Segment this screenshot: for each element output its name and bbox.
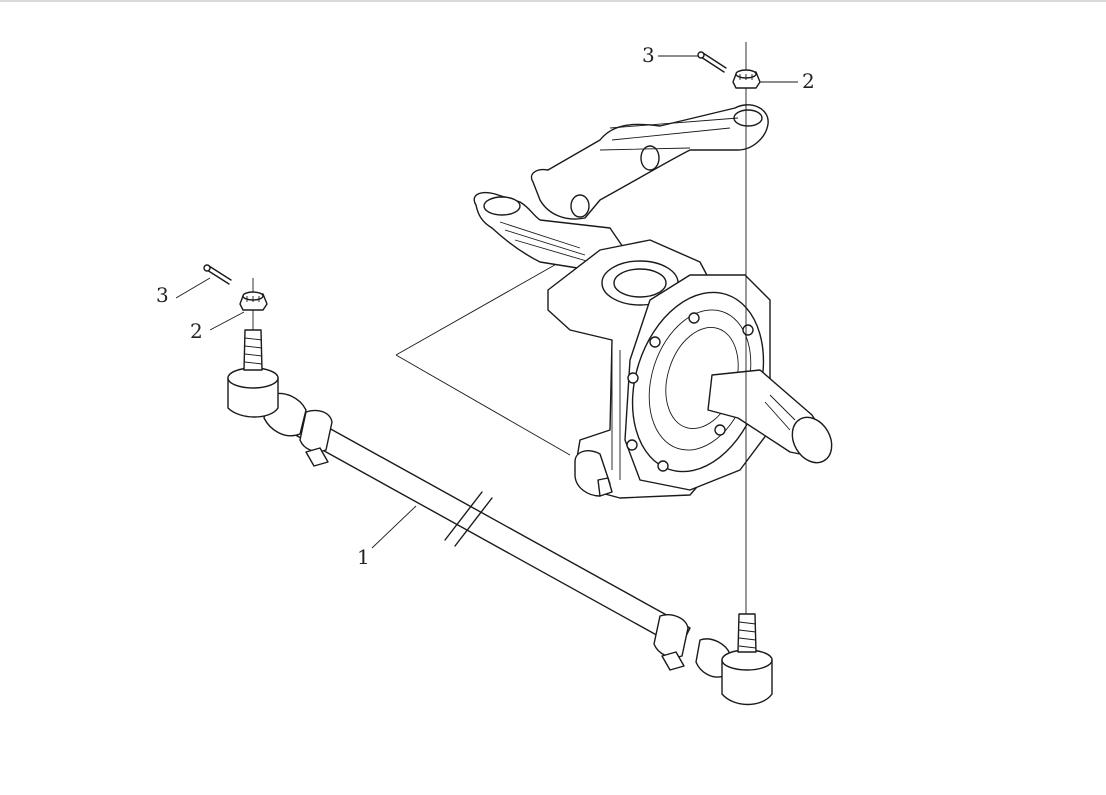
right-clamp-bolt xyxy=(661,651,685,671)
lower-boss-tab xyxy=(597,477,613,497)
cotter-pin-head xyxy=(203,264,211,272)
leader-3-left xyxy=(175,277,211,299)
lower-arm-ribs xyxy=(499,221,591,263)
spindle-steps xyxy=(764,394,796,431)
upper-arm-boss xyxy=(570,194,590,218)
flange-bolt-hole xyxy=(627,372,639,384)
right-stud-threads xyxy=(738,621,757,649)
right-rod-end-housing xyxy=(721,659,773,706)
left-rod-end-top xyxy=(227,367,279,389)
cotter-pin-shaft xyxy=(702,52,727,69)
left-rod-end-housing xyxy=(227,377,279,418)
castle-nut-right xyxy=(732,69,761,89)
upper-arm-hole xyxy=(640,145,660,171)
left-stud-threads xyxy=(244,337,263,365)
tube-break-mark xyxy=(444,491,483,541)
right-rod-end-top xyxy=(721,649,773,671)
knuckle-leader-lower xyxy=(395,354,571,456)
cotter-pin-left xyxy=(203,264,232,285)
flange-bolt-hole xyxy=(657,460,669,472)
cotter-pin-shaft xyxy=(208,265,232,281)
cotter-pin-head xyxy=(697,51,705,59)
cotter-pin-shaft xyxy=(700,56,725,73)
tie-rod-assembly xyxy=(227,329,773,706)
cotter-pin-shaft xyxy=(206,269,230,285)
spindle-end xyxy=(791,416,833,464)
castle-nut-left xyxy=(239,291,268,311)
leader-1 xyxy=(371,505,417,549)
cotter-pin-right xyxy=(697,51,727,73)
upper-arm-ribs xyxy=(599,117,739,151)
steering-knuckle xyxy=(395,104,833,499)
callout-label: 3 xyxy=(156,283,169,307)
flange-bolt-hole xyxy=(688,312,700,324)
knuckle-edges xyxy=(611,345,621,480)
castle-nut-slots xyxy=(246,296,260,302)
leader-2-left xyxy=(209,311,245,331)
left-clamp xyxy=(299,409,333,453)
lower-arm-eye xyxy=(483,196,521,216)
knuckle-leader-upper xyxy=(395,261,561,356)
tube-break-mark xyxy=(454,497,493,547)
callout-label: 1 xyxy=(357,545,370,569)
left-ball-stud-thread xyxy=(243,329,263,371)
upper-arm-eye xyxy=(733,109,763,127)
callout-label: 3 xyxy=(642,43,655,67)
flange-bolt-hole xyxy=(714,424,726,436)
callout-label: 2 xyxy=(802,69,815,93)
callout-label: 2 xyxy=(190,319,203,343)
top-border xyxy=(0,0,1106,2)
flange-bolt-hole xyxy=(742,324,754,336)
left-clamp-bolt xyxy=(305,447,329,467)
flange-bolt-hole xyxy=(626,439,638,451)
right-clamp xyxy=(653,614,689,658)
flange-bolt-hole xyxy=(649,336,661,348)
kingpin-bore xyxy=(613,268,667,298)
castle-nut-slots xyxy=(739,74,753,80)
